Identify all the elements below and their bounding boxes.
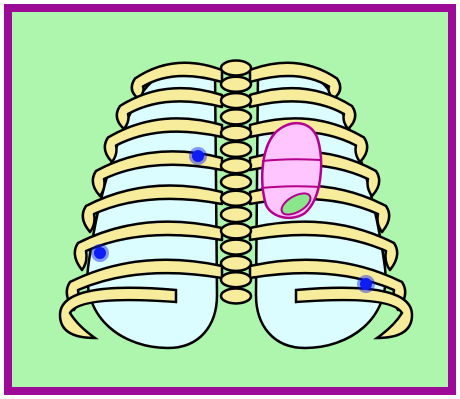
vertebra bbox=[221, 223, 251, 238]
vertebra bbox=[221, 272, 251, 287]
vertebra bbox=[221, 289, 251, 304]
chest-xray-illustration bbox=[12, 12, 448, 387]
vertebra bbox=[221, 207, 251, 222]
lesion-dot bbox=[357, 275, 375, 293]
vertebra bbox=[221, 126, 251, 141]
vertebra bbox=[221, 109, 251, 124]
spine bbox=[221, 61, 251, 304]
lesion-dot bbox=[91, 244, 109, 262]
lesion-dot bbox=[189, 147, 207, 165]
vertebra bbox=[221, 93, 251, 108]
vertebra bbox=[221, 158, 251, 173]
vertebra bbox=[221, 175, 251, 190]
vertebra bbox=[221, 191, 251, 206]
vertebra bbox=[221, 240, 251, 255]
vertebra bbox=[221, 77, 251, 92]
illustration-frame bbox=[4, 4, 456, 395]
vertebra bbox=[221, 256, 251, 271]
vertebra bbox=[221, 61, 251, 76]
vertebra bbox=[221, 142, 251, 157]
